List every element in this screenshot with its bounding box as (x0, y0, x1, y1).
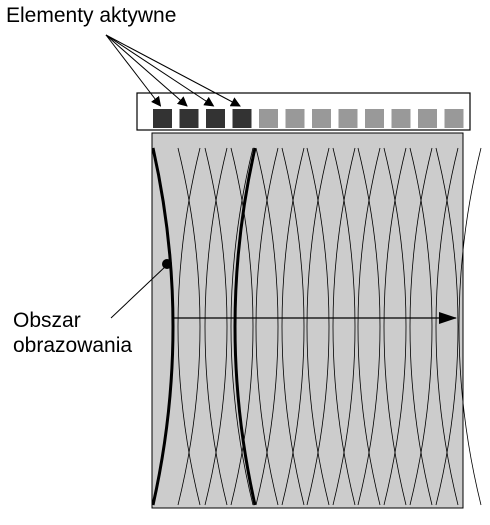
inactive-element (312, 109, 331, 128)
active-element (232, 109, 252, 128)
imaging-region (151, 132, 464, 509)
wavefront-bold (151, 147, 175, 506)
wavefront-thin (332, 147, 356, 506)
wavefront-thin (177, 147, 201, 506)
active-elements-label: Elementy aktywne (6, 4, 177, 27)
inactive-element (418, 109, 437, 128)
wavefront-thin (306, 147, 330, 506)
wavefront-thin (409, 147, 433, 506)
inactive-element (391, 109, 411, 128)
imaging-region-dot (162, 259, 172, 269)
wavefront-thin (458, 147, 482, 506)
wavefront-thin (357, 147, 381, 506)
wavefronts (151, 147, 482, 506)
wavefront-thin (177, 147, 201, 506)
imaging-region-label-line2: obrazowania (13, 334, 133, 357)
inactive-element (338, 109, 358, 128)
active-element-pointer (105, 34, 162, 107)
wavefront-thin (255, 147, 279, 506)
active-element-pointer (105, 34, 215, 107)
active-element-pointer (105, 34, 241, 107)
wavefront-thin (230, 147, 254, 506)
wavefront-thin (383, 147, 407, 506)
wavefront-thin (383, 147, 407, 506)
wavefront-thin (306, 147, 330, 506)
active-element-pointer (105, 34, 188, 107)
wavefront-thin (281, 147, 305, 506)
imaging-region-label: Obszar obrazowania (13, 308, 132, 358)
imaging-region-pointer (110, 264, 168, 319)
wavefront-thin (255, 147, 279, 506)
inactive-element (259, 109, 278, 128)
active-element (206, 109, 225, 128)
wavefront-thin (204, 147, 228, 506)
active-element (179, 109, 199, 128)
transducer-elements (153, 109, 464, 128)
inactive-element (444, 109, 464, 128)
wavefront-thin (435, 147, 459, 506)
wavefront-thin (204, 147, 228, 506)
wavefront-thin (409, 147, 433, 506)
wavefront-bold (233, 147, 257, 506)
wavefront-thin (332, 147, 356, 506)
wavefront-thin (357, 147, 381, 506)
inactive-element (365, 109, 384, 128)
inactive-element (285, 109, 305, 128)
wavefront-thin (230, 147, 254, 506)
wavefront-thin (281, 147, 305, 506)
active-elements-pointers (105, 34, 241, 107)
imaging-region-label-line1: Obszar (13, 309, 81, 332)
active-element (153, 109, 172, 128)
wavefront-thin (435, 147, 459, 506)
